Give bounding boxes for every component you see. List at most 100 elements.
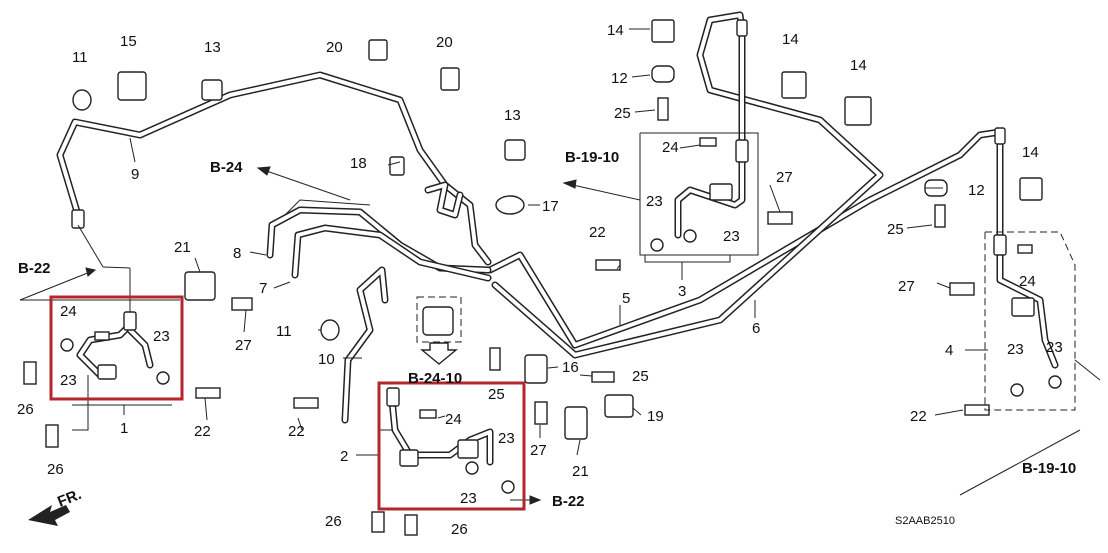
callout-13: 13 <box>204 39 221 56</box>
callouts: 11 15 13 20 20 14 14 14 14 12 12 25 25 2… <box>17 22 1063 538</box>
washer-part <box>501 480 515 494</box>
clip-part <box>651 19 675 43</box>
callout-17: 17 <box>542 198 559 215</box>
hose-fitting <box>735 139 749 163</box>
bracket-part <box>524 354 548 384</box>
callout-12: 12 <box>611 70 628 87</box>
callout-23: 23 <box>60 372 77 389</box>
hose-fitting <box>399 449 419 467</box>
callout-6: 6 <box>752 320 760 337</box>
washer-part <box>1048 375 1062 389</box>
bolt-part <box>195 387 221 399</box>
bolt-part <box>371 511 385 533</box>
grommet-part <box>72 89 92 111</box>
bracket-part <box>564 406 588 440</box>
bolt-part <box>767 211 793 225</box>
callout-24: 24 <box>445 411 462 428</box>
ref-b22-bottom: B-22 <box>552 493 585 510</box>
bolt-part <box>534 401 548 425</box>
callout-14: 14 <box>782 31 799 48</box>
bolt-part <box>934 204 946 228</box>
bolt-part <box>657 97 669 121</box>
clip-part <box>495 195 525 215</box>
callout-1: 1 <box>120 420 128 437</box>
callout-26: 26 <box>47 461 64 478</box>
washer-part <box>683 229 697 243</box>
callout-11: 11 <box>276 323 292 340</box>
bolt-part <box>595 259 621 271</box>
front-direction-arrow: FR. <box>28 486 84 526</box>
callout-22: 22 <box>910 408 927 425</box>
callout-21: 21 <box>174 239 191 256</box>
spring-clip-part <box>699 137 717 147</box>
callout-23: 23 <box>460 490 477 507</box>
callout-23: 23 <box>723 228 740 245</box>
callout-27: 27 <box>776 169 793 186</box>
callout-20: 20 <box>326 39 343 56</box>
callout-4: 4 <box>945 342 953 359</box>
highlight-front-left-hose <box>377 381 526 511</box>
hose-fitting <box>97 364 117 380</box>
callout-23: 23 <box>646 193 663 210</box>
parts <box>23 19 1062 536</box>
callout-27: 27 <box>898 278 915 295</box>
clip-part <box>201 79 223 101</box>
callout-22: 22 <box>194 423 211 440</box>
hose-fitting <box>457 439 479 459</box>
spring-clip-part <box>419 409 437 419</box>
callout-26: 26 <box>17 401 34 418</box>
clip-part <box>1019 177 1043 201</box>
callout-23: 23 <box>1046 339 1063 356</box>
callout-14: 14 <box>607 22 624 39</box>
washer-part <box>156 371 170 385</box>
grommet-part <box>320 319 340 341</box>
ref-b19-10-top: B-19-10 <box>565 149 619 166</box>
hose-fitting <box>71 209 85 229</box>
highlight-rear-left-hose <box>49 295 184 401</box>
bolt-part <box>949 282 975 296</box>
down-arrow <box>420 342 458 365</box>
washer-part <box>650 238 664 252</box>
front-label: FR. <box>55 486 84 511</box>
callout-3: 3 <box>678 283 686 300</box>
hose-fitting <box>1011 297 1035 317</box>
bolt-part <box>45 424 59 448</box>
clip-part <box>389 156 405 176</box>
callout-25: 25 <box>488 386 505 403</box>
callout-25: 25 <box>887 221 904 238</box>
abs-modulator-part <box>422 306 454 336</box>
callout-22: 22 <box>288 423 305 440</box>
bolt-part <box>293 397 319 409</box>
callout-8: 8 <box>233 245 241 262</box>
spring-clip-part <box>94 331 110 341</box>
callout-11: 11 <box>72 49 88 66</box>
bolt-part <box>23 361 37 385</box>
clip-part <box>781 71 807 99</box>
ref-b22-left: B-22 <box>18 260 51 277</box>
clip-part <box>440 67 460 91</box>
bolt-part <box>404 514 418 536</box>
callout-26: 26 <box>451 521 468 538</box>
callout-24: 24 <box>60 303 77 320</box>
callout-2: 2 <box>340 448 348 465</box>
callout-23: 23 <box>153 328 170 345</box>
clip-part <box>117 71 147 101</box>
callout-22: 22 <box>589 224 606 241</box>
washer-part <box>60 338 74 352</box>
callout-27: 27 <box>235 337 252 354</box>
clip-part <box>651 65 675 83</box>
hose-fitting <box>994 127 1006 145</box>
reference-frames <box>19 132 1101 505</box>
callout-23: 23 <box>1007 341 1024 358</box>
ref-b24: B-24 <box>210 159 243 176</box>
bracket-part <box>184 271 216 301</box>
hose-fitting <box>736 19 748 37</box>
hose-fitting <box>993 234 1007 256</box>
callout-19: 19 <box>647 408 664 425</box>
callout-9: 9 <box>131 166 139 183</box>
ref-b24-10: B-24-10 <box>408 370 462 387</box>
washer-part <box>465 461 479 475</box>
hose-fitting <box>386 387 400 407</box>
callout-13: 13 <box>504 107 521 124</box>
